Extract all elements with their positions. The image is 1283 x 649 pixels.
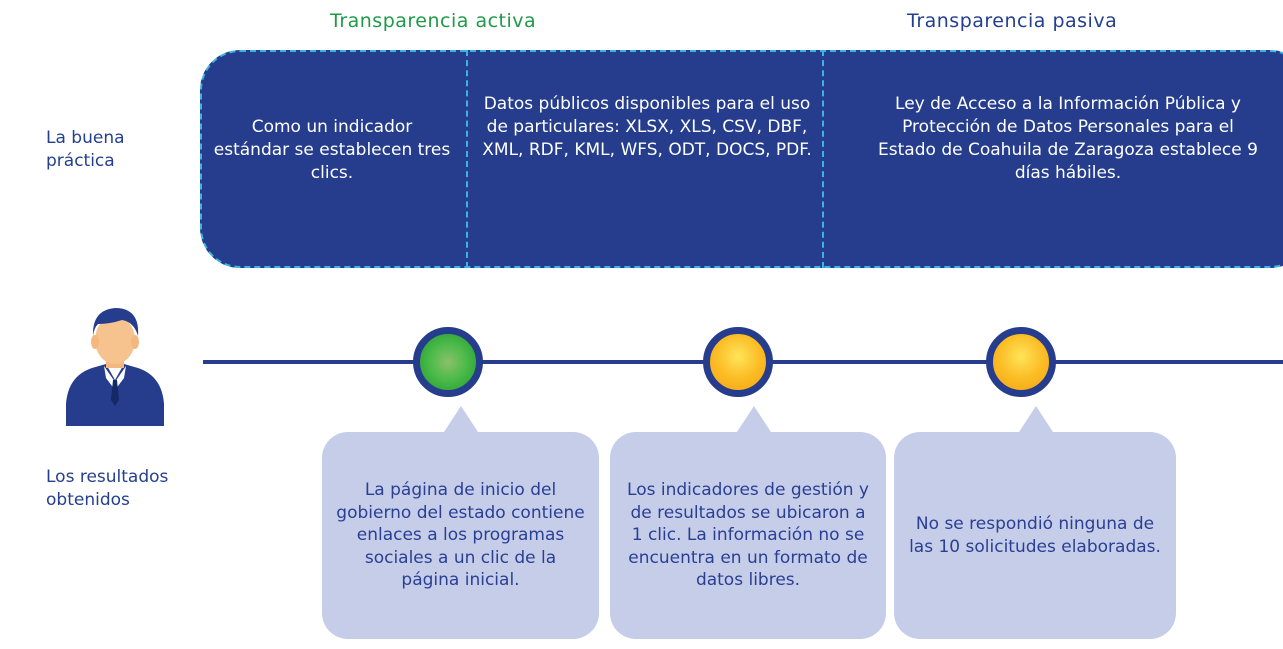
row-label-good-practice: La buena práctica	[46, 128, 125, 171]
band-divider	[822, 50, 824, 268]
result-bubble-indicators: Los indicadores de gestión y de resultad…	[610, 432, 886, 639]
band-divider	[466, 50, 468, 268]
result-text: La página de inicio del gobierno del est…	[336, 480, 585, 591]
good-practice-law: Ley de Acceso a la Información Pública y…	[878, 94, 1258, 183]
result-bubble-requests: No se respondió ninguna de las 10 solici…	[894, 432, 1176, 639]
header-transparencia-activa: Transparencia activa	[330, 10, 537, 32]
status-dot-green	[413, 327, 483, 397]
result-text: No se respondió ninguna de las 10 solici…	[909, 514, 1161, 557]
bubble-tail	[737, 406, 771, 432]
good-practice-clicks: Como un indicador estándar se establecen…	[213, 117, 451, 183]
good-practice-formats: Datos públicos disponibles para el uso d…	[482, 94, 812, 160]
row-label-results: Los resultados obtenidos	[46, 467, 169, 510]
status-dot-orange	[703, 327, 773, 397]
header-transparencia-pasiva: Transparencia pasiva	[907, 10, 1118, 32]
bubble-tail	[444, 406, 478, 432]
person-icon	[66, 308, 164, 426]
good-practice-band	[200, 50, 1283, 268]
status-dot-orange	[986, 327, 1056, 397]
result-bubble-homepage: La página de inicio del gobierno del est…	[322, 432, 599, 639]
bubble-tail	[1019, 406, 1053, 432]
result-text: Los indicadores de gestión y de resultad…	[627, 480, 869, 591]
